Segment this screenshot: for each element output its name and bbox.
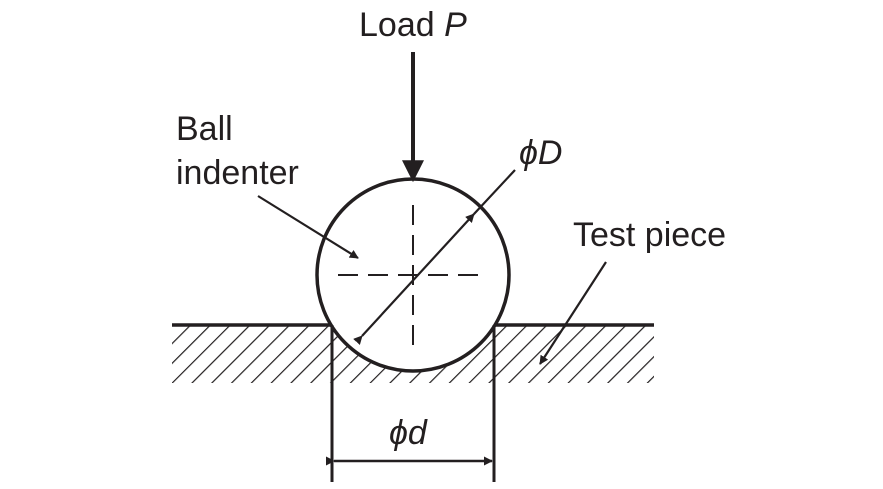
phi-symbol-D: ϕ bbox=[519, 134, 538, 172]
diameter-d-symbol: d bbox=[408, 414, 428, 452]
ball-indenter-leader bbox=[257, 195, 359, 259]
diameter-D-arrow bbox=[353, 213, 475, 346]
load-label-symbol: P bbox=[444, 6, 467, 44]
test-piece-left-hatch bbox=[172, 325, 332, 383]
diameter-D-symbol: D bbox=[538, 134, 563, 172]
ball-label-line2: indenter bbox=[176, 154, 299, 192]
load-label-prefix: Load bbox=[359, 6, 444, 44]
ball-label-line1: Ball bbox=[176, 110, 233, 148]
diameter-D-leader bbox=[473, 169, 516, 215]
indent-diameter-label: ϕd bbox=[389, 414, 428, 452]
phi-symbol-d: ϕ bbox=[389, 414, 408, 452]
test-piece-leader bbox=[539, 261, 607, 365]
load-label: Load P bbox=[359, 6, 467, 44]
ball-diameter-label: ϕD bbox=[519, 134, 562, 172]
test-piece-right-hatch bbox=[494, 325, 654, 383]
indentation-hatch bbox=[332, 325, 494, 383]
test-piece-label: Test piece bbox=[573, 216, 726, 254]
